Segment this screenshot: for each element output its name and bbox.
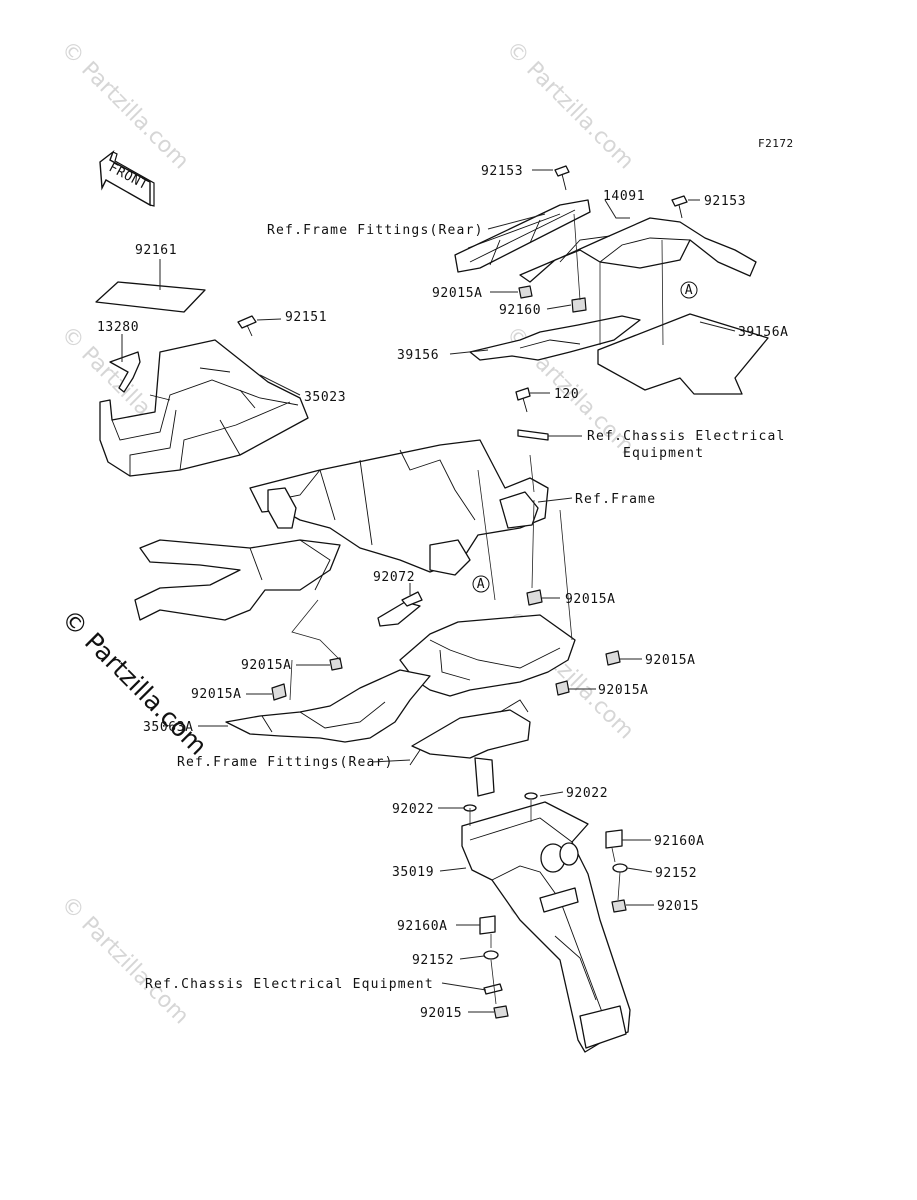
- label-92015: 92015: [420, 1006, 462, 1021]
- part-92161-sheet: [95, 281, 206, 313]
- label-35019: 35019: [392, 865, 434, 880]
- label-92152: 92152: [412, 953, 454, 968]
- label-92153: 92153: [704, 194, 746, 209]
- label-92161: 92161: [135, 243, 177, 258]
- label-92160A: 92160A: [397, 919, 448, 934]
- label-35063A: 35063A: [143, 720, 194, 735]
- label-92015A: 92015A: [565, 592, 616, 607]
- marker-letter: A: [685, 283, 693, 298]
- label-ref-frame-fittings-rear: Ref.Frame Fittings(Rear): [177, 755, 394, 770]
- part-92160-grommet: [571, 297, 587, 313]
- part-92015-nut: [493, 1005, 509, 1019]
- figure-code: F2172: [758, 137, 794, 150]
- part-92022-washer: [524, 792, 538, 800]
- label-ref-frame: Ref.Frame: [575, 492, 656, 507]
- label-92160: 92160: [499, 303, 541, 318]
- part-14091-cover: [519, 217, 757, 283]
- part-plate: [483, 983, 503, 995]
- part-35019-rear-fender: [461, 801, 631, 1053]
- label-13280: 13280: [97, 320, 139, 335]
- part-illustrations: [95, 165, 769, 1053]
- part-92015A-nut: [605, 650, 621, 666]
- watermark-text: © Partzilla.com: [501, 37, 639, 175]
- part-92015A-nut: [271, 683, 287, 701]
- front-arrow-icon: FRONT: [99, 149, 155, 207]
- part-92015A-nut: [329, 657, 343, 671]
- marker-letter: A: [477, 577, 485, 592]
- part-92015A-nut: [518, 285, 533, 299]
- part-92072-clip: [401, 591, 423, 607]
- label-92160A: 92160A: [654, 834, 705, 849]
- part-rear-subframe: [134, 439, 549, 621]
- label-92022: 92022: [392, 802, 434, 817]
- label-92153: 92153: [481, 164, 523, 179]
- label-ref-chassis-electrical-equipment: Ref.Chassis Electrical Equipment: [145, 977, 434, 992]
- part-number-labels: 92153 14091 92153 Ref.Frame Fittings(Rea…: [97, 164, 789, 1021]
- part-frame-fittings-rear-top: [454, 199, 591, 273]
- label-92072: 92072: [373, 570, 415, 585]
- part-92015-nut: [611, 899, 627, 913]
- reference-marker-a: A: [472, 575, 490, 593]
- part-92152-collar: [483, 950, 499, 960]
- label-35023: 35023: [304, 390, 346, 405]
- part-92160A-grommet: [479, 915, 496, 935]
- label-ref-chassis-electrical: Ref.Chassis Electrical: [587, 429, 786, 444]
- part-bracket-plate: [517, 429, 549, 441]
- label-ref-chassis-electrical-line2: Equipment: [623, 446, 704, 461]
- part-92153-screw-top: [554, 165, 570, 177]
- label-92015: 92015: [657, 899, 699, 914]
- label-92151: 92151: [285, 310, 327, 325]
- label-92022: 92022: [566, 786, 608, 801]
- part-39156A-pad: [597, 313, 769, 395]
- label-92015A: 92015A: [645, 653, 696, 668]
- part-92015A-nut: [526, 589, 543, 606]
- part-frame-fittings-rear-bottom: [409, 699, 531, 797]
- label-92015A: 92015A: [241, 658, 292, 673]
- part-13280-clip: [109, 351, 141, 393]
- part-undertray: [399, 614, 576, 697]
- label-39156A: 39156A: [738, 325, 789, 340]
- part-35023-battery-case: [99, 339, 309, 477]
- reference-marker-a: A: [680, 281, 698, 299]
- part-92015A-nut: [555, 680, 570, 696]
- label-92015A: 92015A: [598, 683, 649, 698]
- part-92160A-grommet: [605, 829, 623, 849]
- part-92152-collar: [612, 863, 628, 873]
- label-120: 120: [554, 387, 579, 402]
- label-39156: 39156: [397, 348, 439, 363]
- part-92072-strap: [377, 601, 421, 627]
- watermark-main: © Partzilla.com: [56, 604, 213, 761]
- part-120-bolt: [515, 387, 531, 401]
- watermark-text: © Partzilla.com: [56, 892, 194, 1030]
- label-92152: 92152: [655, 866, 697, 881]
- watermark-text: © Partzilla.com: [56, 37, 194, 175]
- part-92151-screw: [237, 315, 257, 329]
- label-92015A: 92015A: [191, 687, 242, 702]
- part-92153-screw-right: [671, 195, 688, 207]
- part-39156-pad: [469, 315, 641, 361]
- assembly-lines: [289, 213, 664, 1005]
- label-ref-frame-fittings-rear: Ref.Frame Fittings(Rear): [267, 223, 484, 238]
- leader-lines: [121, 169, 736, 1013]
- label-92015A: 92015A: [432, 286, 483, 301]
- part-35063A-inner-fender: [225, 669, 431, 743]
- label-14091: 14091: [603, 189, 645, 204]
